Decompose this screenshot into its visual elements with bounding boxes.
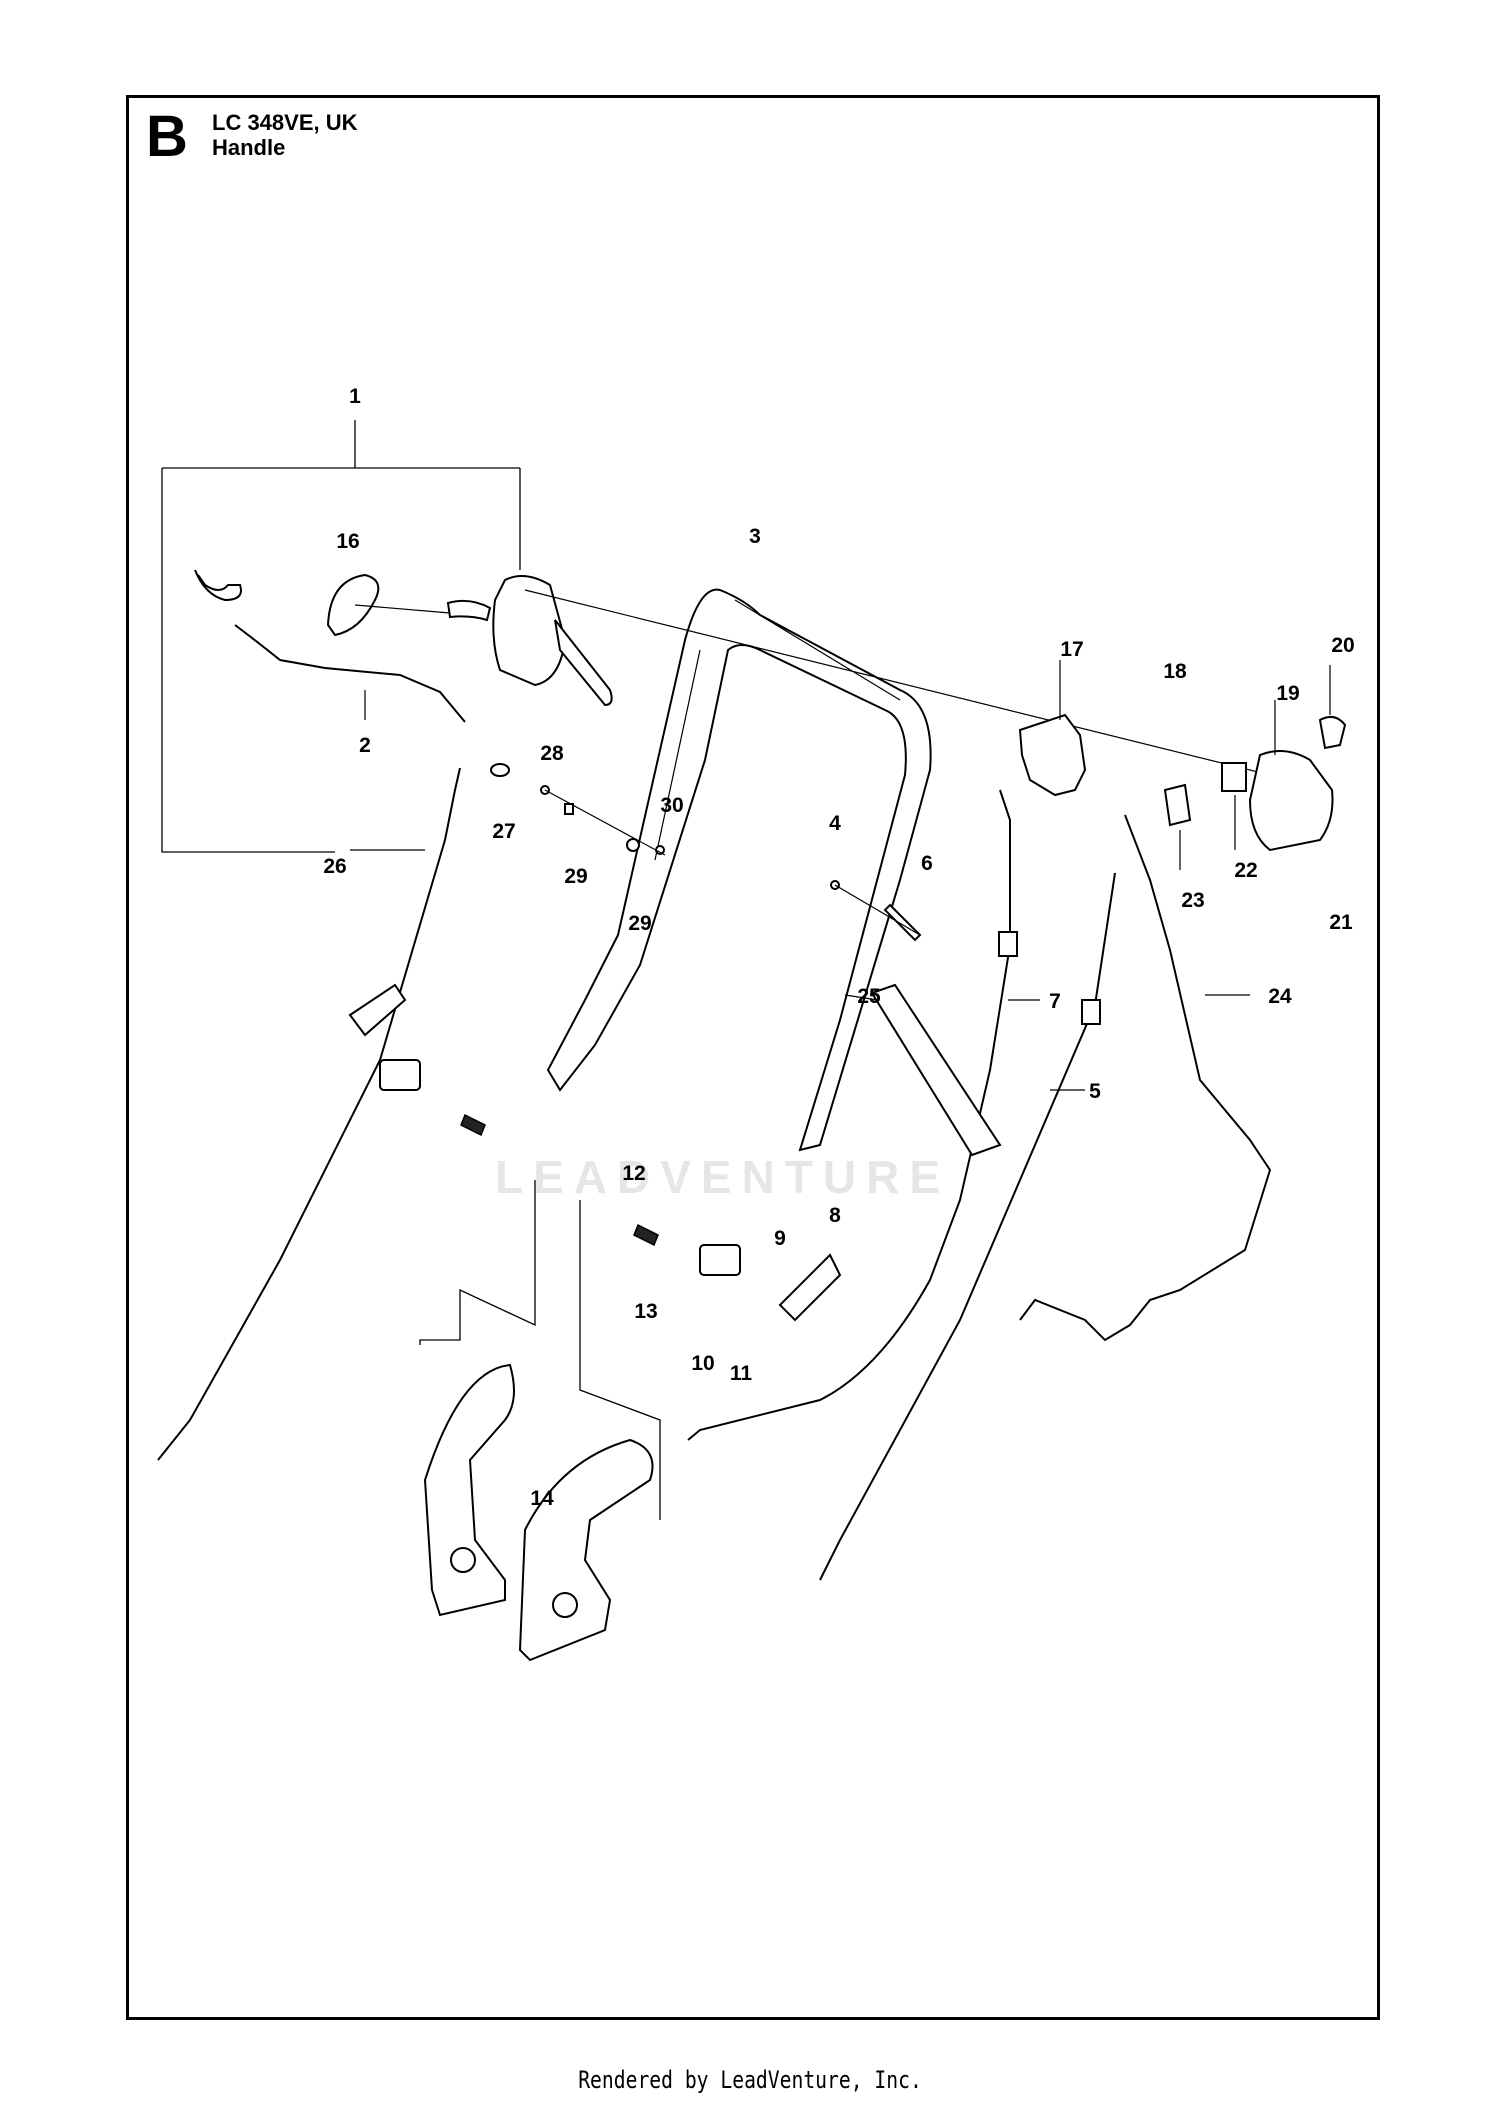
callout-9[interactable]: 9 (774, 1227, 786, 1250)
callout-6[interactable]: 6 (921, 852, 933, 875)
callout-29b[interactable]: 29 (628, 912, 651, 935)
callout-28[interactable]: 28 (540, 742, 564, 765)
callout-7[interactable]: 7 (1049, 990, 1061, 1013)
callout-3[interactable]: 3 (749, 525, 761, 548)
console-19 (1248, 700, 1334, 852)
channel-25 (844, 983, 1002, 1157)
callout-8[interactable]: 8 (829, 1204, 841, 1227)
callout-21[interactable]: 21 (1329, 911, 1353, 934)
callout-27[interactable]: 27 (492, 820, 515, 843)
section-letter: B (146, 104, 188, 169)
callout-26[interactable]: 26 (323, 855, 346, 878)
diagram-subtitle: Handle (212, 135, 286, 160)
diagram-frame (126, 95, 1380, 2020)
callout-13[interactable]: 13 (634, 1300, 657, 1323)
model-title: LC 348VE, UK (212, 110, 358, 135)
callout-29a[interactable]: 29 (564, 865, 587, 888)
callout-10[interactable]: 10 (691, 1352, 714, 1375)
left-lever-assembly (348, 983, 486, 1137)
callout-25[interactable]: 25 (857, 985, 881, 1008)
watermark: LEADVENTURE (495, 1151, 951, 1203)
connector-23 (1163, 783, 1192, 870)
switch-22 (1221, 762, 1247, 850)
left-height-plate (423, 1363, 515, 1617)
callout-11[interactable]: 11 (730, 1362, 753, 1385)
right-height-plate (518, 1438, 654, 1662)
bracket-plate-17 (1018, 660, 1087, 797)
callout-1[interactable]: 1 (349, 385, 361, 408)
knob-20 (1318, 665, 1347, 750)
callout-18[interactable]: 18 (1163, 660, 1187, 683)
assembly-bracket-lower (419, 1180, 661, 1520)
callout-2[interactable]: 2 (359, 734, 371, 757)
upper-handle (546, 588, 932, 1152)
right-lever-assembly (633, 1223, 842, 1322)
callout-4[interactable]: 4 (829, 812, 841, 835)
callout-14[interactable]: 14 (530, 1487, 554, 1510)
callout-16[interactable]: 16 (336, 530, 359, 553)
cable-5 (819, 872, 1116, 1581)
callout-23[interactable]: 23 (1181, 889, 1204, 912)
wire-harness-24 (1019, 814, 1272, 1342)
assembly-bracket-1 (161, 420, 521, 853)
control-box (446, 575, 1291, 781)
callout-22[interactable]: 22 (1234, 859, 1257, 882)
hardware-4-6 (830, 880, 922, 942)
callout-24[interactable]: 24 (1268, 985, 1292, 1008)
cable-26 (157, 767, 461, 1461)
callout-30[interactable]: 30 (660, 794, 683, 817)
control-rod (194, 569, 466, 723)
callout-5[interactable]: 5 (1089, 1080, 1101, 1103)
callout-19[interactable]: 19 (1276, 682, 1299, 705)
callout-12[interactable]: 12 (622, 1162, 645, 1185)
hardware-27-30 (490, 763, 666, 856)
grip-cover (326, 573, 451, 637)
callout-20[interactable]: 20 (1331, 634, 1354, 657)
callout-17[interactable]: 17 (1060, 638, 1083, 661)
cable-7 (687, 789, 1040, 1441)
footer-credit: Rendered by LeadVenture, Inc. (578, 2066, 922, 2094)
